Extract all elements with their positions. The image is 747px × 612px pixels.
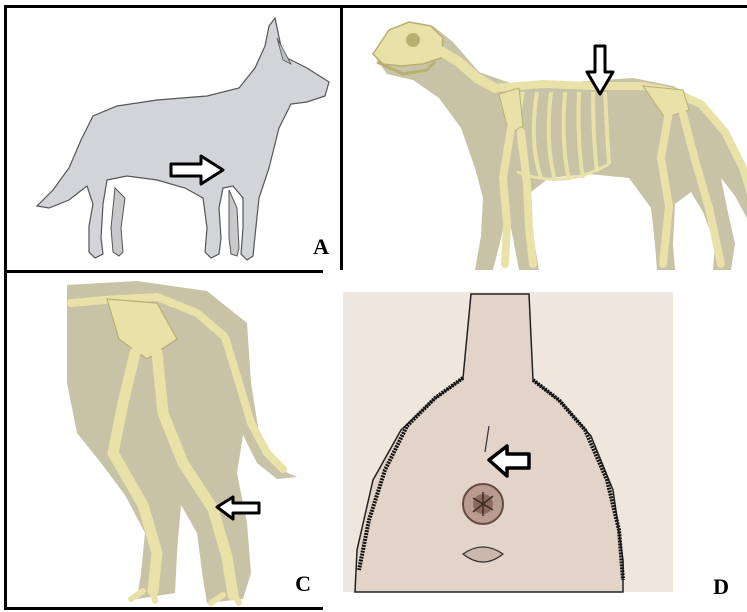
panel-a-label: A	[313, 234, 329, 260]
skeleton-figure	[343, 8, 747, 273]
panel-a: A	[4, 5, 344, 273]
panel-d-label: D	[713, 574, 729, 600]
panel-c-label: C	[295, 571, 311, 597]
ventral-view-figure	[323, 270, 747, 610]
dog-silhouette-figure	[7, 8, 344, 273]
panel-d: D	[323, 270, 747, 610]
hindquarter-figure	[7, 273, 326, 610]
umbilicus	[463, 484, 503, 524]
panel-c: C	[4, 270, 326, 610]
panel-b: B	[340, 5, 747, 273]
dog-far-foreleg	[229, 190, 239, 256]
dog-far-hindleg	[111, 188, 125, 256]
